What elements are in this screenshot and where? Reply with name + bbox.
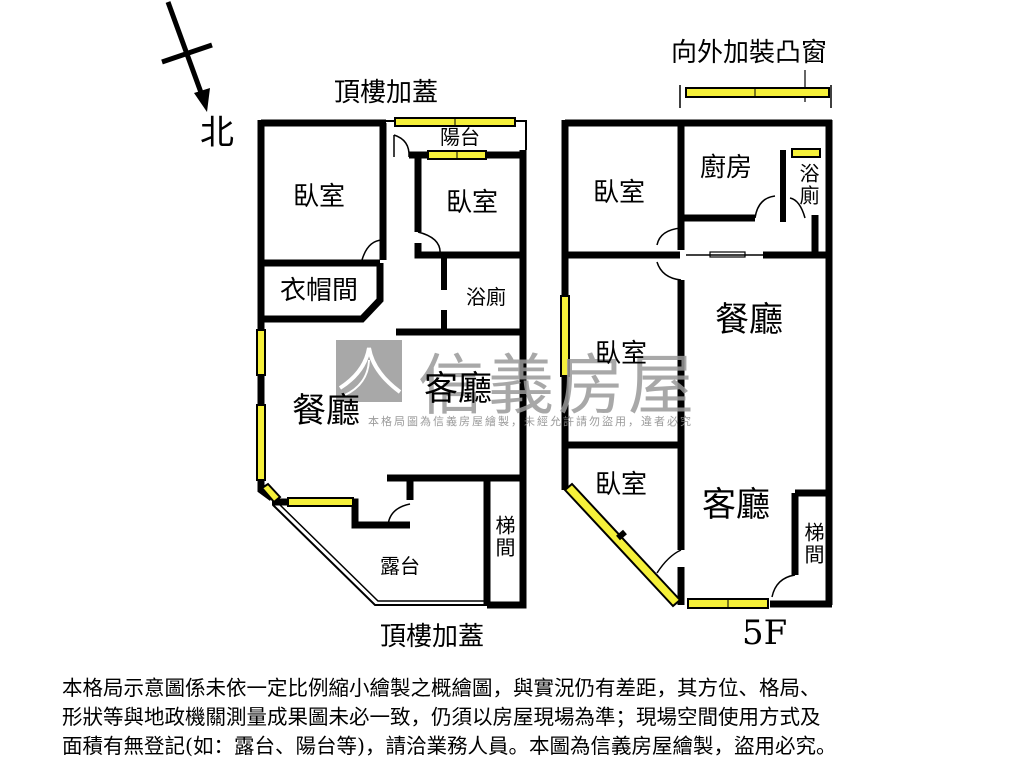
left-top-label: 頂樓加蓋	[334, 78, 439, 108]
disclaimer-line-3: 面積有無登記(如：露台、陽台等)，請洽業務人員。本圖為信義房屋繪製，盜用必究。	[62, 734, 837, 758]
north-label: 北	[200, 113, 234, 153]
room-right-living: 客廳	[702, 485, 770, 525]
room-left-living: 客廳	[424, 369, 492, 409]
watermark-logo-icon	[336, 340, 402, 402]
room-right-bathroom: 浴廁	[796, 163, 820, 207]
left-windows	[256, 117, 516, 507]
room-right-bedroom-3: 臥室	[595, 470, 648, 500]
room-left-balcony: 陽台	[440, 125, 480, 149]
right-windows	[560, 87, 830, 609]
room-right-bedroom-1: 臥室	[593, 178, 646, 208]
room-left-bedroom-1: 臥室	[293, 182, 346, 212]
room-left-stairwell: 梯間	[492, 515, 516, 559]
north-arrow-icon	[161, 1, 213, 112]
room-left-bathroom: 浴廁	[466, 285, 506, 309]
disclaimer: 本格局示意圖係未依一定比例縮小繪製之概繪圖，與實況仍有差距，其方位、格局、 形狀…	[62, 674, 962, 761]
floor-label: 5F	[742, 613, 788, 653]
left-bottom-label: 頂樓加蓋	[380, 622, 485, 652]
room-right-bedroom-2: 臥室	[595, 339, 648, 369]
disclaimer-line-2: 形狀等與地政機關測量成果圖未必一致，仍須以房屋現場為準；現場空間使用方式及	[62, 705, 821, 729]
room-left-bedroom-2: 臥室	[446, 188, 499, 218]
room-right-dining: 餐廳	[715, 300, 783, 340]
room-right-kitchen: 廚房	[700, 153, 753, 183]
room-left-cloakroom: 衣帽間	[280, 276, 359, 306]
room-left-dining: 餐廳	[292, 391, 360, 431]
disclaimer-line-1: 本格局示意圖係未依一定比例縮小繪製之概繪圖，與實況仍有差距，其方位、格局、	[62, 676, 821, 700]
watermark-notice: 本格局圖為信義房屋繪製，未經允許請勿盜用，違者必究	[368, 415, 693, 428]
right-top-label: 向外加裝凸窗	[671, 38, 828, 68]
room-right-stairwell: 梯間	[801, 522, 825, 566]
room-left-terrace: 露台	[380, 554, 420, 578]
watermark-brand: 信義房屋	[418, 347, 698, 424]
